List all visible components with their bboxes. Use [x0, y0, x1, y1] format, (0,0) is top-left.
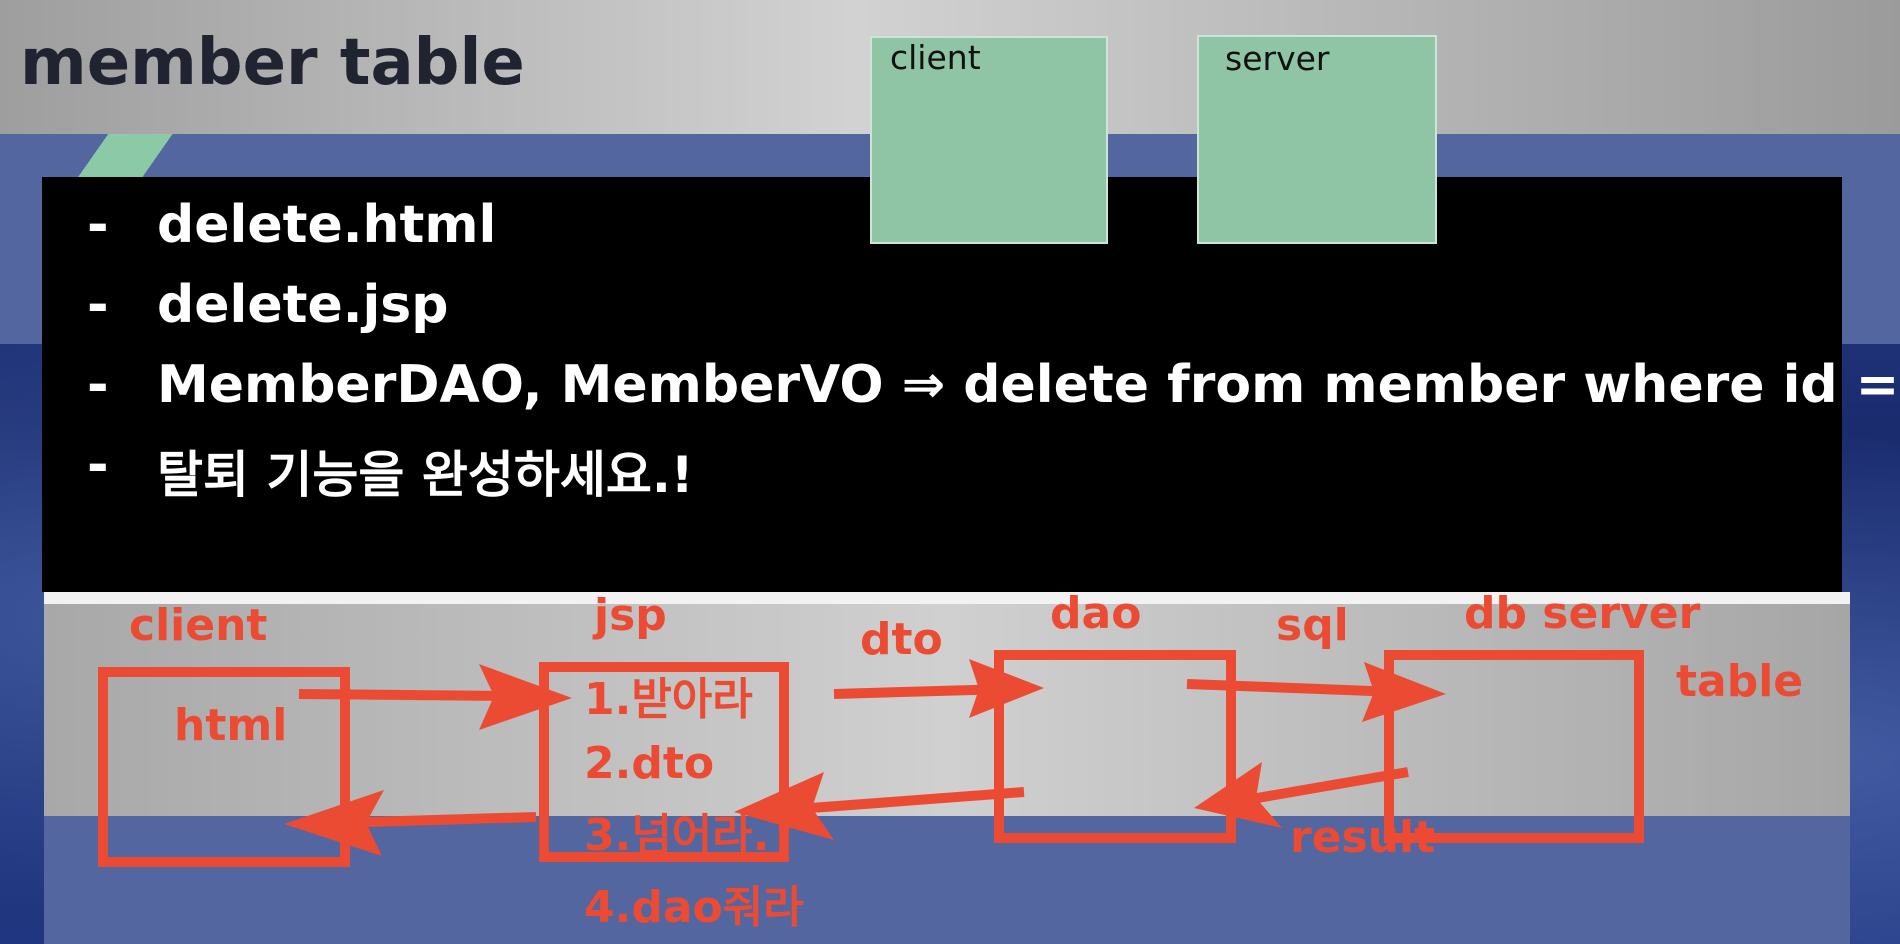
- architecture-diagram: client html jsp 1.받아라 2.dto 3.넘어라. 4.dao…: [44, 592, 1850, 944]
- diagram-html-label: html: [174, 700, 287, 751]
- diagram-jsp-label: jsp: [592, 592, 667, 641]
- bullet-item: - MemberDAO, MemberVO ⇒ delete from memb…: [42, 355, 1842, 435]
- client-box-label: client: [890, 38, 981, 77]
- bullet-text-korean-task: 탈퇴 기능을 완성하세요.!: [157, 435, 694, 507]
- bullet-dash: -: [87, 355, 109, 415]
- server-box-label: server: [1225, 39, 1329, 78]
- diagram-client-label: client: [129, 600, 267, 651]
- page-title: member table: [20, 26, 525, 100]
- bullet-dash: -: [87, 195, 109, 255]
- jsp-step-2: 2.dto: [584, 738, 714, 789]
- green-accent-stripe: [60, 134, 190, 178]
- diagram-dto-label: dto: [860, 614, 943, 665]
- client-box: client: [870, 36, 1108, 244]
- jsp-step-3: 3.넘어라.: [584, 810, 770, 861]
- diagram-table-label: table: [1676, 656, 1803, 707]
- bullet-dash: -: [87, 275, 109, 335]
- diagram-result-label: result: [1290, 812, 1435, 863]
- bullet-dash: -: [87, 435, 109, 495]
- bullet-text-delete-jsp: delete.jsp: [157, 275, 448, 335]
- jsp-step-4: 4.dao줘라: [584, 882, 804, 933]
- bullet-item: - delete.jsp: [42, 275, 1842, 355]
- diagram-svg: client html jsp 1.받아라 2.dto 3.넘어라. 4.dao…: [44, 592, 1850, 944]
- diagram-sql-label: sql: [1276, 600, 1349, 651]
- bullet-item: - 탈퇴 기능을 완성하세요.!: [42, 435, 1842, 515]
- bullet-text-delete-html: delete.html: [157, 195, 496, 255]
- server-box: server: [1197, 35, 1437, 244]
- diagram-dao-label: dao: [1050, 592, 1141, 639]
- jsp-step-1: 1.받아라: [584, 674, 753, 725]
- bullet-text-dao-sql: MemberDAO, MemberVO ⇒ delete from member…: [157, 355, 1900, 415]
- diagram-db-server-label: db server: [1464, 592, 1701, 639]
